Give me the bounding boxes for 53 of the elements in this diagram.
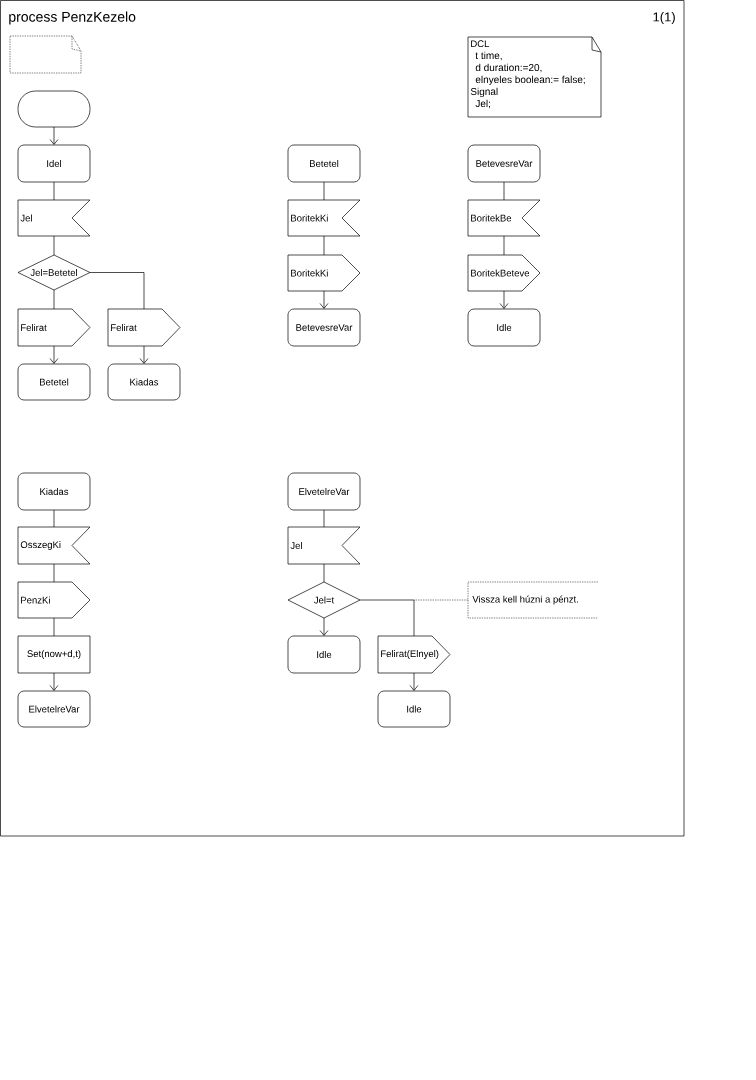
state-box: Idel [17,144,91,183]
leader-line [414,599,469,601]
input-signal-box: OsszegKi [17,526,91,565]
start-terminal [17,90,91,128]
page-number: 1(1) [653,11,675,25]
flow-line [89,272,145,310]
state-box: Idle [467,308,541,347]
task-box: Set(now+d,t) [17,635,91,674]
flow-line [323,509,325,528]
flow-line [53,509,55,528]
state-box: Kiadas [107,363,181,401]
state-box: Idle [287,635,361,674]
flow-arrow [49,126,59,145]
output-signal-box: BoritekBeteve [467,254,541,292]
comment-bracket: Vissza kell húzni a pénzt. [467,581,599,619]
flow-line [53,617,55,637]
flow-arrow [139,345,149,364]
state-box: Betetel [287,144,361,183]
flow-arrow [49,345,59,364]
flow-line [53,563,55,583]
flow-arrow [319,290,329,309]
state-box: BetevesreVar [467,144,541,183]
flow-line [53,181,55,201]
flow-line [503,181,505,201]
title: process PenzKezelo [9,11,136,25]
state-box: ElvetelreVar [17,690,91,728]
note-box: DCL t time, d duration:=20, elnyeles boolean:= false; Signal Jel; [467,36,602,118]
output-signal-box: BoritekKi [287,254,361,292]
flow-line [323,181,325,201]
flow-line [53,289,55,310]
output-signal-box: Felirat [17,308,91,347]
flow-line [53,235,55,256]
state-box: Idle [377,690,451,728]
flow-arrow [49,672,59,691]
output-signal-box: Felirat [107,308,181,347]
flow-line [359,599,415,637]
state-box: Betetel [17,363,91,401]
flow-arrow [409,672,419,691]
input-signal-box: Jel [17,199,91,237]
state-box: Kiadas [17,472,91,511]
input-signal-box: Jel [287,526,361,565]
note-box [9,35,82,74]
input-signal-box: BoritekBe [467,199,541,237]
output-signal-box: Felirat(Elnyel) [377,635,451,674]
output-signal-box: PenzKi [17,581,91,619]
flow-line [323,563,325,583]
state-box: ElvetelreVar [287,472,361,511]
flow-line [503,235,505,256]
input-signal-box: BoritekKi [287,199,361,237]
flow-arrow [319,617,329,636]
flow-arrow [499,290,509,309]
state-box: BetevesreVar [287,308,361,347]
flow-line [323,235,325,256]
